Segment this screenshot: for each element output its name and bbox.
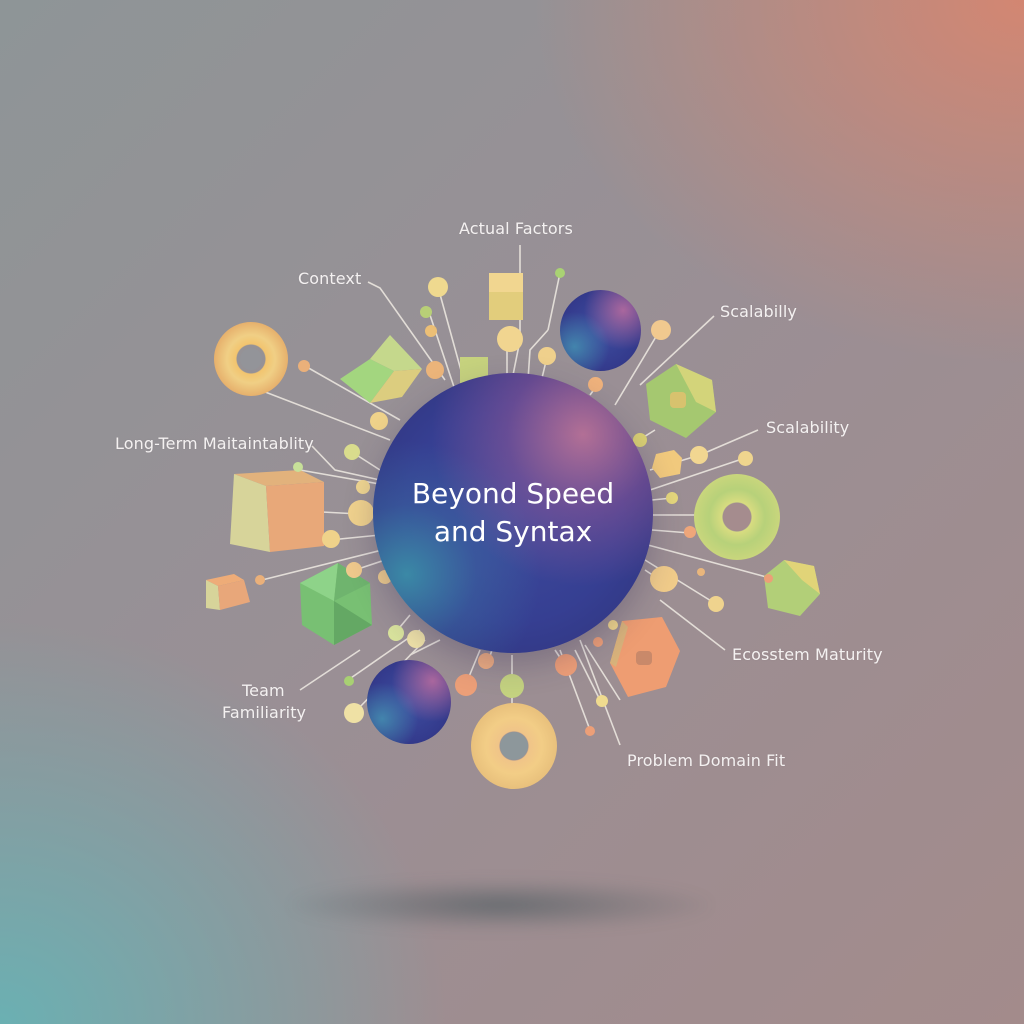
dot (322, 530, 340, 548)
hex-nut-shape-orange (608, 617, 680, 697)
polyhedron-shape-green-lower-left (298, 563, 374, 645)
label-actual-factors: Actual Factors (459, 219, 573, 238)
dot (497, 326, 523, 352)
dot (420, 306, 432, 318)
sphere-shape-lower-left (367, 660, 451, 744)
dot (633, 433, 647, 447)
dot (348, 500, 374, 526)
dot (344, 703, 364, 723)
dot (356, 480, 370, 494)
dot (370, 412, 388, 430)
dot (293, 462, 303, 472)
dot (596, 695, 608, 707)
dot (478, 653, 494, 669)
dot (738, 451, 753, 466)
dot (298, 360, 310, 372)
dot (346, 562, 362, 578)
hub-title-line1: Beyond Speed (411, 477, 615, 510)
cube-shape-small-orange (204, 570, 250, 610)
dot (684, 526, 696, 538)
dot (388, 625, 404, 641)
dot (708, 596, 724, 612)
dot (555, 268, 565, 278)
dot (608, 620, 618, 630)
cube-shape-yellow-top (488, 272, 526, 322)
dot (407, 630, 425, 648)
dot (428, 277, 448, 297)
label-long-term-maintainability: Long-Term Maitaintablity (115, 434, 314, 453)
cube-shape-green-upper (332, 333, 422, 411)
dot (425, 325, 437, 337)
dot (426, 361, 444, 379)
label-scalabilly: Scalabilly (720, 302, 797, 321)
polyhedron-shape-yellow-green-right (760, 558, 820, 618)
label-ecosystem-maturity: Ecosstem Maturity (732, 645, 883, 664)
dot (666, 492, 678, 504)
label-context: Context (298, 269, 362, 288)
dot (555, 654, 577, 676)
dot (455, 674, 477, 696)
dot (585, 726, 595, 736)
cube-shape-orange-left (230, 466, 326, 552)
dot (255, 575, 265, 585)
cube-shape-small-yellow-right (652, 450, 682, 478)
dot (690, 446, 708, 464)
dot (538, 347, 556, 365)
central-hub-sphere: Beyond Speed and Syntax (373, 373, 653, 653)
polyhedron-shape-green-right (642, 362, 720, 440)
label-team-familiarity-line2: Familiarity (222, 703, 307, 722)
dot (697, 568, 705, 576)
dot (651, 320, 671, 340)
dot (344, 676, 354, 686)
dot (500, 674, 524, 698)
dot (344, 444, 360, 460)
sphere-shape-upper-right (560, 290, 641, 371)
dot (593, 637, 603, 647)
label-team-familiarity-line1: Team (242, 681, 285, 700)
dot (650, 566, 678, 592)
label-problem-domain-fit: Problem Domain Fit (627, 751, 786, 770)
dot (764, 574, 773, 583)
dot (588, 377, 603, 392)
label-scalability: Scalability (766, 418, 850, 437)
ground-shadow (290, 880, 710, 930)
hub-title-line2: and Syntax (433, 515, 593, 548)
